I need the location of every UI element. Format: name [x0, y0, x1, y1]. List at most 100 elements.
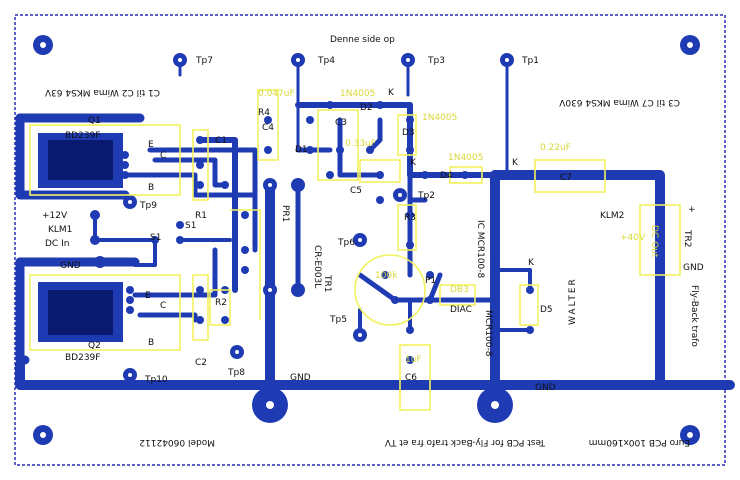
plus-label: + — [688, 205, 696, 215]
d3-label: D3 — [402, 128, 415, 138]
tp7-label: Tp7 — [195, 56, 213, 66]
d4-label: D4 — [440, 171, 453, 181]
d1-label: D1 — [295, 145, 308, 155]
mirrored-model: Model 06042112 — [139, 437, 215, 447]
mirrored-euro: Euro PCB 100x160mm — [589, 437, 690, 447]
gnd-label-2: GND — [535, 383, 556, 393]
svg-text:WALTER: WALTER — [568, 277, 578, 325]
svg-text:IC MCR100-8: IC MCR100-8 — [475, 220, 485, 279]
klm2-label: KLM2 — [600, 211, 624, 221]
mirrored-title: Test PCB for Fly-Back trafo fra et TV — [384, 437, 546, 447]
c5-label: C5 — [350, 186, 362, 196]
k-label-2: K — [410, 158, 417, 168]
q2-c: C — [160, 301, 166, 311]
k-label-1: K — [388, 88, 395, 98]
svg-text:MCR100-8: MCR100-8 — [483, 310, 493, 357]
ic-label2: MCR100-8 — [483, 310, 493, 357]
r2-label: R2 — [215, 298, 227, 308]
svg-text:TR1: TR1 — [322, 274, 332, 292]
d2-label: D2 — [360, 103, 373, 113]
c5-val: 0.33uF — [345, 139, 376, 149]
k-label-3: K — [512, 158, 519, 168]
pr1-label: PR1 — [280, 205, 290, 222]
q1-e: E — [148, 140, 154, 150]
c3-label: C3 — [335, 118, 347, 128]
c7-label: C7 — [560, 173, 572, 183]
q1-b: B — [148, 183, 154, 193]
dcin-label: DC In — [45, 239, 69, 249]
plus40v-label: +40V — [620, 233, 646, 243]
board-outline — [14, 14, 726, 466]
tr2-label: TR2 — [682, 229, 692, 247]
tp9-label: Tp9 — [139, 201, 157, 211]
c6-label: C6 — [405, 373, 417, 383]
svg-text:Euro PCB 100x160mm: Euro PCB 100x160mm — [589, 437, 690, 447]
mounting-hole-tr — [680, 35, 700, 55]
d3-type: 1N4005 — [422, 113, 457, 123]
tp4-label: Tp4 — [317, 56, 335, 66]
c4-val: 0.047uF — [258, 89, 295, 99]
d5-label: D5 — [540, 305, 553, 315]
dc-out-label: DC Out — [649, 225, 659, 258]
tp10-label: Tp10 — [144, 375, 168, 385]
k-label-4: K — [528, 258, 535, 268]
q2-e: E — [145, 291, 151, 301]
s1b-label: S1 — [185, 221, 196, 231]
d2-type: 1N4005 — [340, 89, 375, 99]
walter-label: WALTER — [568, 277, 578, 325]
copper-layer — [15, 35, 735, 445]
r1-label: R1 — [195, 211, 207, 221]
r3-label: R3 — [404, 213, 416, 223]
svg-text:Model 06042112: Model 06042112 — [139, 437, 215, 447]
tp6-label: Tp6 — [337, 238, 355, 248]
s1-label: S1 — [150, 233, 161, 243]
p1-label: P1 — [425, 276, 436, 286]
p1-val: 100k — [375, 271, 398, 281]
tp3-label: Tp3 — [427, 56, 445, 66]
klm1-label: KLM1 — [48, 225, 72, 235]
svg-text:TR2: TR2 — [682, 229, 692, 247]
mounting-hole-tl — [33, 35, 53, 55]
diac-label: DIAC — [450, 305, 472, 315]
top-note: Denne side op — [330, 35, 395, 45]
q1-type: BD239F — [65, 131, 100, 141]
tp1-label: Tp1 — [521, 56, 539, 66]
mounting-hole-bl — [33, 425, 53, 445]
svg-text:C3 til C7 Wima MKS4 630V: C3 til C7 Wima MKS4 630V — [558, 97, 680, 107]
svg-text:Test PCB for Fly-Back trafo fr: Test PCB for Fly-Back trafo fra et TV — [384, 437, 546, 447]
d4-type: 1N4005 — [448, 153, 483, 163]
q2-label: Q2 — [88, 341, 101, 351]
gnd-label-4: GND — [683, 263, 704, 273]
c4-label: C4 — [262, 123, 274, 133]
r4-label: R4 — [258, 108, 270, 118]
q1-c: C — [160, 151, 166, 161]
ic-label: IC MCR100-8 — [475, 220, 485, 279]
flyback-note: Fly-Back trafo — [689, 285, 699, 347]
q1-label: Q1 — [88, 116, 101, 126]
labels: Denne side op C1 til C2 Wima MKS4 63V C3… — [42, 35, 704, 447]
tp5-label: Tp5 — [329, 315, 347, 325]
c2-label: C2 — [195, 358, 207, 368]
svg-text:CR-E003L: CR-E003L — [312, 245, 322, 288]
svg-text:PR1: PR1 — [280, 205, 290, 222]
svg-text:DC Out: DC Out — [649, 225, 659, 258]
gnd-label-3: GND — [60, 261, 81, 271]
c6-val: 1uF — [405, 355, 422, 365]
plus12v-label: +12V — [42, 211, 68, 221]
tr1-label: TR1 — [322, 274, 332, 292]
tp2-label: Tp2 — [417, 191, 435, 201]
svg-text:C1 til C2 Wima MKS4 63V: C1 til C2 Wima MKS4 63V — [44, 87, 160, 97]
tp8-label: Tp8 — [227, 368, 245, 378]
gnd-label-1: GND — [290, 373, 311, 383]
c1-label: C1 — [215, 136, 227, 146]
cr-label: CR-E003L — [312, 245, 322, 288]
mounting-hole-br — [680, 425, 700, 445]
q2-type: BD239F — [65, 353, 100, 363]
mirrored-cap-note-left: C1 til C2 Wima MKS4 63V — [44, 87, 160, 97]
c7-val: 0.22uF — [540, 143, 571, 153]
db3-label: DB3 — [450, 285, 469, 295]
silkscreen-layer — [29, 89, 681, 411]
svg-text:Fly-Back trafo: Fly-Back trafo — [689, 285, 699, 347]
mirrored-cap-note-right: C3 til C7 Wima MKS4 630V — [558, 97, 680, 107]
